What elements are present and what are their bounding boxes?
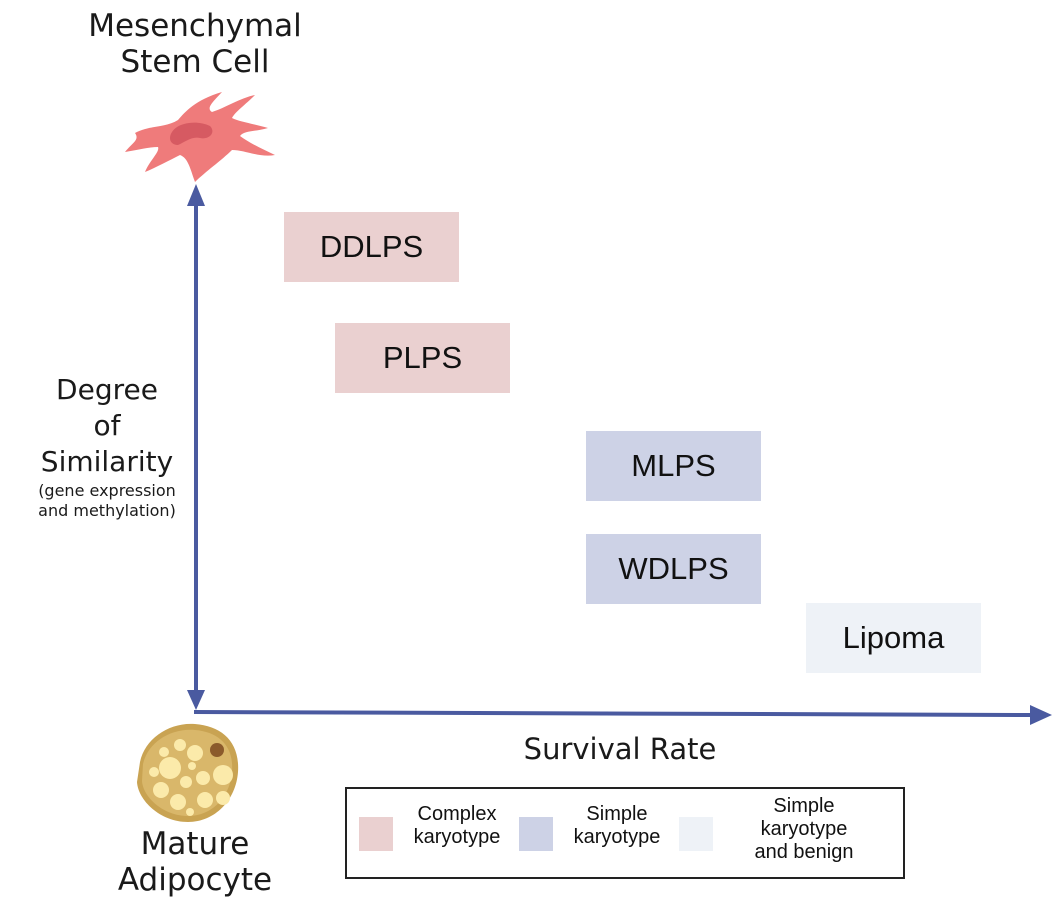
legend-simple-line1: Simple <box>586 803 648 825</box>
legend-item-benign: Simple karyotype and benign <box>739 795 869 864</box>
mature-adipocyte-icon <box>137 723 239 822</box>
y-axis-sublabel-line1: (gene expression <box>38 481 176 500</box>
y-axis-label: Degree of Similarity (gene expression an… <box>4 372 210 520</box>
y-axis-label-line2: of <box>93 409 121 442</box>
mesenchymal-stem-cell-icon <box>125 92 275 182</box>
wdlps-box: WDLPS <box>586 534 761 604</box>
y-axis-label-line3: Similarity <box>40 445 174 478</box>
title-top-line1: Mesenchymal <box>88 8 302 44</box>
legend-benign-line1: Simple <box>773 795 835 817</box>
legend-swatch-benign <box>679 817 713 851</box>
legend-swatch-complex <box>359 817 393 851</box>
y-axis-label-line1: Degree <box>56 373 158 406</box>
x-axis-line <box>193 710 1033 717</box>
y-axis-arrow-up-icon <box>187 184 205 206</box>
mature-adipocyte-label: Mature Adipocyte <box>90 826 300 898</box>
legend-complex-line1: Complex <box>417 803 497 825</box>
legend-complex-line2: karyotype <box>413 826 501 848</box>
y-axis-sublabel-line2: and methylation) <box>38 501 176 520</box>
y-axis-arrow-down-icon <box>187 690 205 710</box>
x-axis-label: Survival Rate <box>523 732 717 766</box>
lipoma-box: Lipoma <box>806 603 981 673</box>
plps-box: PLPS <box>335 323 510 393</box>
title-bottom-line2: Adipocyte <box>117 862 273 898</box>
legend-item-simple: Simple karyotype <box>561 803 673 849</box>
title-bottom-line1: Mature <box>140 826 250 862</box>
mlps-box: MLPS <box>586 431 761 501</box>
mesenchymal-stem-cell-label: Mesenchymal Stem Cell <box>60 8 330 80</box>
legend-simple-line2: karyotype <box>573 826 661 848</box>
legend-benign-line2: karyotype <box>760 818 848 840</box>
legend-item-complex: Complex karyotype <box>401 803 513 849</box>
legend: Complex karyotype Simple karyotype Simpl… <box>345 787 905 879</box>
x-axis-arrow-icon <box>1030 705 1052 725</box>
legend-benign-line3: and benign <box>754 841 854 863</box>
legend-swatch-simple <box>519 817 553 851</box>
title-top-line2: Stem Cell <box>120 44 270 80</box>
ddlps-box: DDLPS <box>284 212 459 282</box>
